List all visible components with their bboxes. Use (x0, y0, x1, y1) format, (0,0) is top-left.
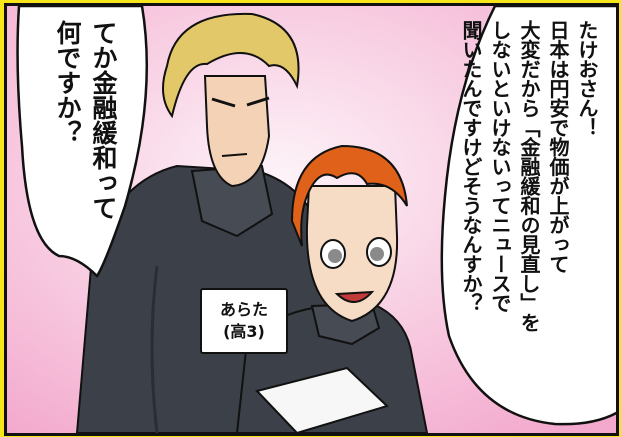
character-name-caption: あらた (高3) (200, 288, 288, 354)
character-grade: (高3) (223, 322, 265, 341)
speech-left-line-2: 何ですか？ (53, 20, 82, 145)
panel-illustration (7, 6, 616, 433)
speech-right-line-3: 大変だから「金融緩和の見直し」を (517, 20, 541, 332)
speech-left-line-1: てか金融緩和って (89, 20, 118, 220)
speech-right-line-2: 日本は円安で物価が上がって (546, 20, 570, 274)
arata-figure (235, 144, 429, 433)
speech-bubble-left-shape (16, 6, 149, 278)
speech-text-right: たけおさん！ 日本は円安で物価が上がって 大変だから「金融緩和の見直し」を しな… (451, 20, 601, 420)
speech-right-line-1: たけおさん！ (575, 20, 599, 137)
speech-right-line-5: 聞いたんですけどそうなんすか？ (459, 20, 483, 313)
comic-panel: たけおさん！ 日本は円安で物価が上がって 大変だから「金融緩和の見直し」を しな… (4, 3, 619, 436)
speech-right-line-4: しないといけないってニュースで (488, 20, 512, 313)
speech-bubble-right-shape (440, 6, 616, 426)
speech-text-left: てか金融緩和って 何ですか？ (45, 20, 121, 260)
character-name: あらた (219, 300, 268, 319)
